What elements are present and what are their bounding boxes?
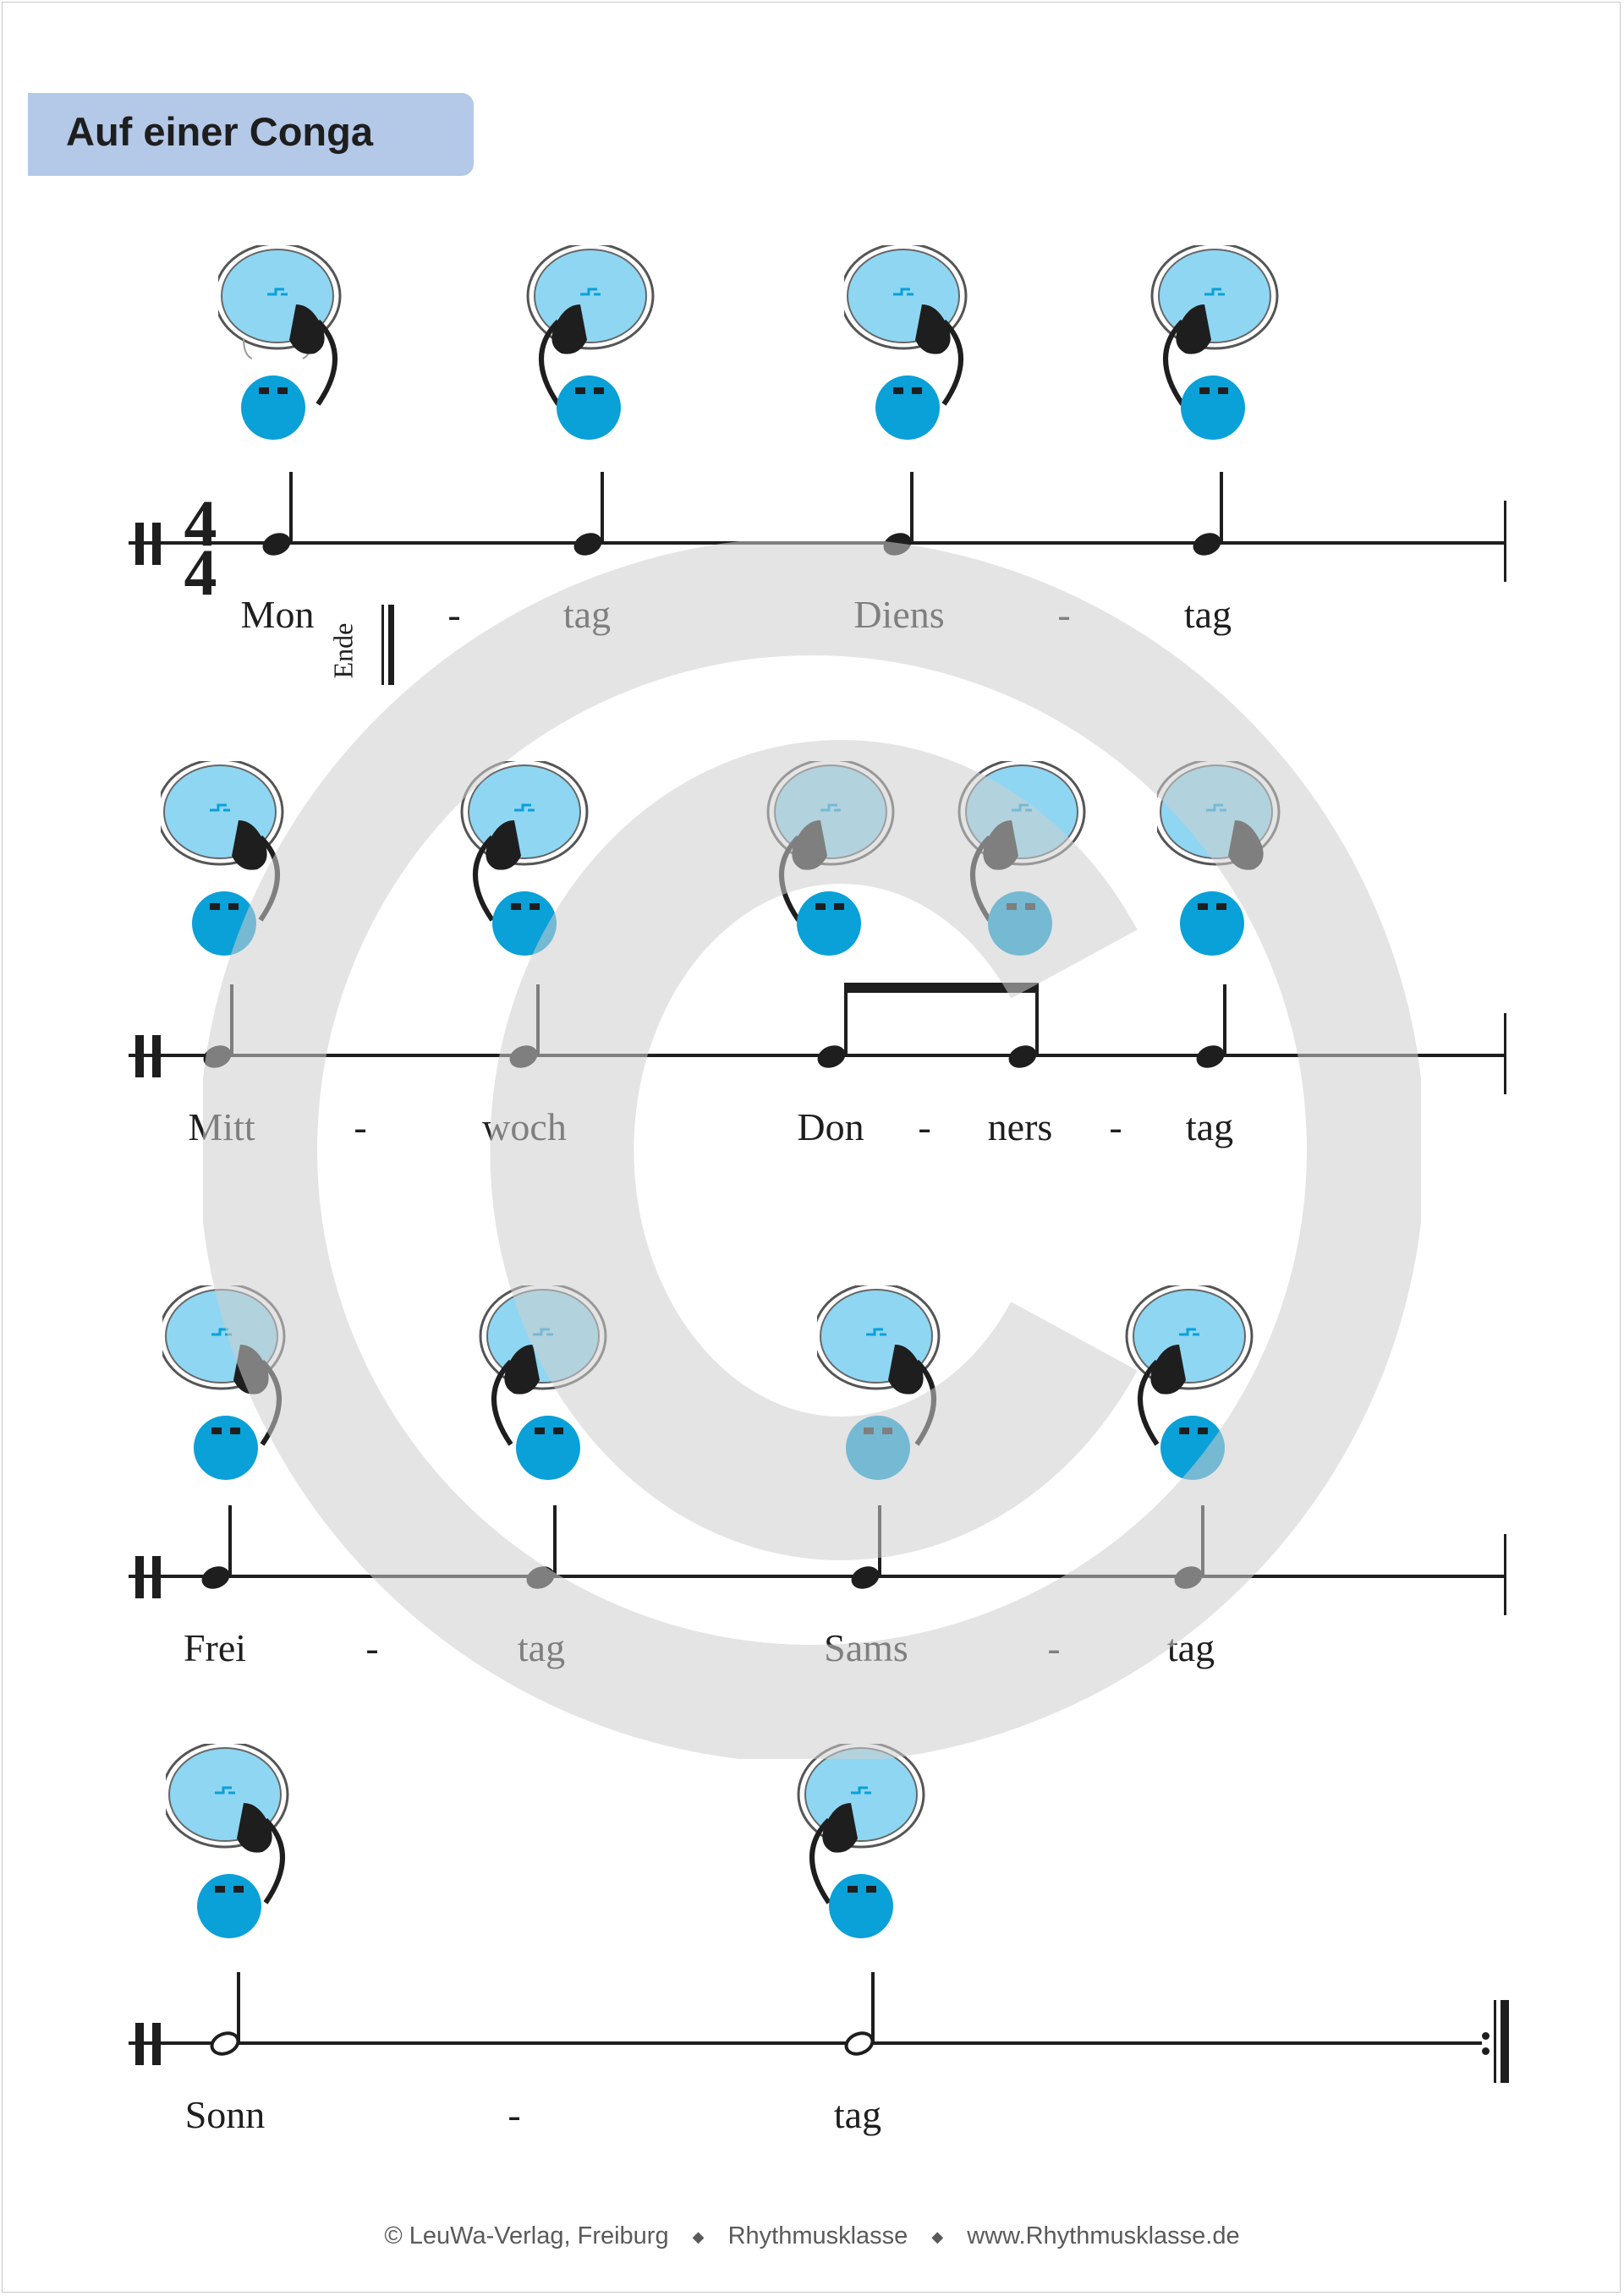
conga-drum-icon: [166, 1744, 301, 1938]
lyric-syllable: Frei: [183, 1626, 247, 1669]
conga-drum-icon: [844, 245, 979, 440]
conga-drum-icon: [475, 1285, 611, 1480]
lyric-syllable: woch: [482, 1105, 567, 1148]
quarter-note: [200, 983, 250, 1072]
lyric-syllable: Sams: [824, 1626, 908, 1669]
conga-drum-icon: [1157, 761, 1292, 956]
eighth-note: [1005, 983, 1056, 1072]
conga-drum-icon: [161, 761, 296, 956]
half-note: [841, 1970, 892, 2060]
lyric-syllable: tag: [1183, 593, 1232, 636]
footer-separator: ◆: [692, 2228, 705, 2245]
time-signature: 4 4: [179, 490, 222, 609]
lyric-syllable: -: [447, 593, 461, 636]
lyric-syllable: -: [918, 1105, 931, 1148]
lyric-syllable: tag: [833, 2093, 882, 2136]
lyric-syllable: Don: [797, 1105, 864, 1148]
conga-drum-icon: [523, 245, 658, 440]
conga-drum-icon: [817, 1285, 952, 1480]
lyric-syllable: -: [1109, 1105, 1122, 1148]
quarter-note: [570, 470, 621, 560]
footer-separator: ◆: [931, 2228, 944, 2245]
time-signature-bottom: 4: [184, 535, 217, 609]
staff-line: [129, 541, 1506, 545]
footer-website[interactable]: www.Rhythmusklasse.de: [967, 2222, 1240, 2249]
barline: [1504, 501, 1506, 582]
lyric-syllable: Mitt: [188, 1105, 255, 1148]
lyric-syllable: -: [354, 1105, 367, 1148]
quarter-note: [1193, 983, 1243, 1072]
quarter-note: [198, 1504, 249, 1593]
lyric-syllable: tag: [562, 593, 612, 636]
footer-publisher: © LeuWa-Verlag, Freiburg: [384, 2222, 669, 2249]
quarter-note: [880, 470, 930, 560]
conga-drum-icon: [162, 1285, 298, 1480]
quarter-note: [506, 983, 557, 1072]
conga-drum-icon: [793, 1744, 929, 1938]
barline: [1504, 1013, 1506, 1094]
lyric-syllable: -: [1047, 1626, 1061, 1669]
lyric-syllable: tag: [1166, 1626, 1215, 1669]
eighth-note: [814, 983, 864, 1072]
quarter-note: [848, 1504, 898, 1593]
conga-drum-icon: [457, 761, 592, 956]
lyric-syllable: tag: [517, 1626, 566, 1669]
conga-drum-icon: [218, 245, 354, 440]
quarter-note: [259, 470, 310, 560]
footer-brand: Rhythmusklasse: [727, 2222, 908, 2249]
repeat-sign: [1482, 2000, 1516, 2085]
conga-drum-icon: [954, 761, 1089, 956]
conga-drum-icon: [1147, 245, 1282, 440]
barline: [1504, 1534, 1506, 1615]
title-banner: Auf einer Conga: [28, 93, 474, 176]
conga-drum-icon: [763, 761, 898, 956]
eighth-beam: [844, 983, 1039, 993]
ende-marker: Ende: [327, 605, 395, 689]
quarter-note: [523, 1504, 573, 1593]
lyric-syllable: ners: [987, 1105, 1053, 1148]
staff-line: [129, 2041, 1482, 2045]
half-note: [206, 1970, 257, 2060]
lyric-syllable: Sonn: [184, 2093, 266, 2136]
lyric-syllable: -: [1057, 593, 1071, 636]
page-title: Auf einer Conga: [66, 109, 373, 154]
lyric-syllable: tag: [1185, 1105, 1234, 1148]
lyric-syllable: -: [365, 1626, 379, 1669]
ende-label: Ende: [327, 622, 359, 679]
footer: © LeuWa-Verlag, Freiburg ◆ Rhythmusklass…: [0, 2222, 1624, 2250]
quarter-note: [1189, 470, 1240, 560]
quarter-note: [1171, 1504, 1221, 1593]
lyric-syllable: Diens: [853, 593, 945, 636]
staff-line: [129, 1575, 1506, 1578]
lyric-syllable: -: [508, 2093, 521, 2136]
lyric-syllable: Mon: [240, 593, 315, 636]
conga-drum-icon: [1122, 1285, 1257, 1480]
